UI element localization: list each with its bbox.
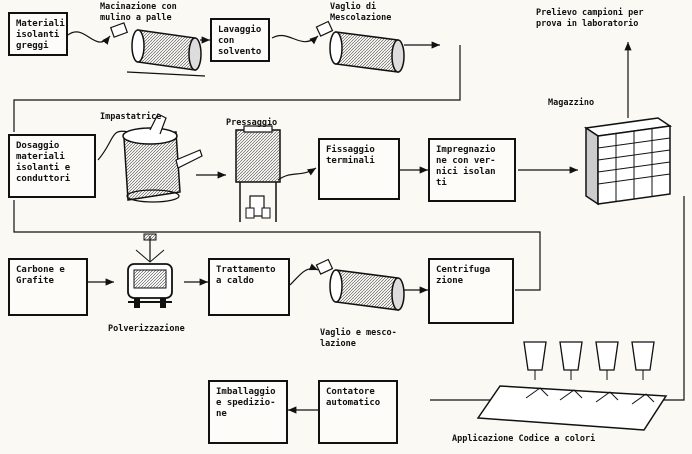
sieve-mixer-icon-2 xyxy=(315,258,405,311)
box-carbone-grafite: Carbone e Grafite xyxy=(8,258,88,316)
box-imballaggio-spedizione: Imballaggio e spedizio- ne xyxy=(208,380,288,444)
pulverizer-icon xyxy=(127,233,173,308)
box-contatore-automatico: Contatore automatico xyxy=(318,380,398,444)
box-fissaggio-terminali: Fissaggio terminali xyxy=(318,138,400,200)
label-impastatrice: Impastatrice xyxy=(100,112,162,122)
box-dosaggio-materiali: Dosaggio materiali isolanti e conduttori xyxy=(8,134,96,198)
label-vaglio-e-mescolazione: Vaglio e mesco- lazione xyxy=(320,328,397,349)
label-polverizzazione: Polverizzazione xyxy=(108,324,185,334)
row1-flow xyxy=(13,31,461,132)
box-trattamento-caldo: Trattamento a caldo xyxy=(208,258,290,316)
sieve-mixer-icon-1 xyxy=(315,20,405,73)
warehouse-icon xyxy=(583,117,673,206)
color-coding-applicator-icon xyxy=(476,341,668,431)
box-centrifugazione: Centrifuga zione xyxy=(428,258,514,324)
label-magazzino: Magazzino xyxy=(548,98,595,108)
box-impregnazione: Impregnazio ne con ver- nici isolan ti xyxy=(428,138,516,202)
row2-flow xyxy=(13,42,632,291)
label-applicazione-codice: Applicazione Codice a colori xyxy=(452,434,596,444)
label-macinazione: Macinazione con mulino a palle xyxy=(100,2,177,23)
label-prelievo-campioni: Prelievo campioni per prova in laborator… xyxy=(536,8,644,29)
label-pressaggio: Pressaggio xyxy=(226,118,278,128)
label-vaglio-mescolazione: Vaglio di Mescolazione xyxy=(330,2,392,23)
press-machine-icon xyxy=(235,125,281,222)
box-lavaggio-con-solvento: Lavaggio con solvento xyxy=(210,18,270,62)
kneading-machine-icon xyxy=(122,113,203,203)
box-materiali-isolanti-greggi: Materiali isolanti greggi xyxy=(8,12,68,56)
ball-mill-icon xyxy=(109,22,206,77)
